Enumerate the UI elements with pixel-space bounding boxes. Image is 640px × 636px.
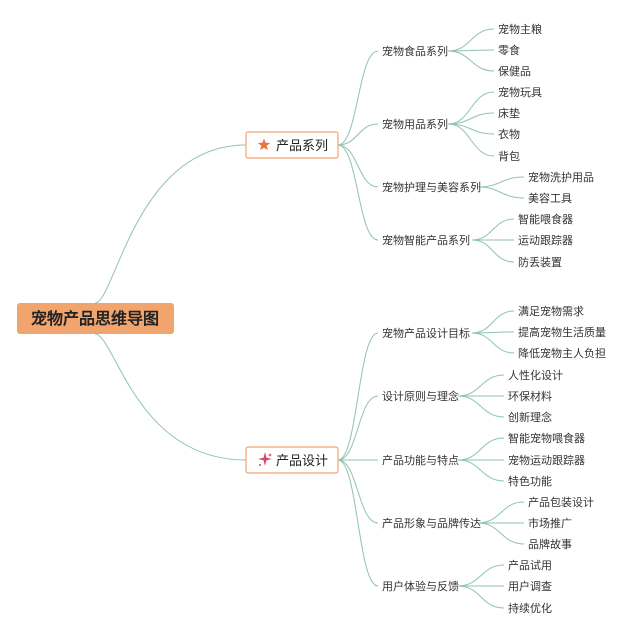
- connector-line: [337, 459, 379, 587]
- connector-line: [477, 501, 525, 524]
- leaf-item[interactable]: 保健品: [498, 64, 531, 78]
- leaf-item[interactable]: 产品试用: [508, 558, 552, 572]
- connector-line: [457, 437, 505, 461]
- leaf-item[interactable]: 运动跟踪器: [518, 233, 573, 247]
- connector-line: [447, 91, 495, 125]
- connector-line: [477, 522, 525, 545]
- branch-node-product-design[interactable]: 产品设计: [245, 446, 339, 474]
- connector-line: [457, 395, 505, 418]
- leaf-item[interactable]: 创新理念: [508, 410, 552, 424]
- leaf-item[interactable]: 智能宠物喂食器: [508, 431, 585, 445]
- leaf-item[interactable]: 降低宠物主人负担: [518, 346, 606, 360]
- leaf-item[interactable]: 品牌故事: [528, 537, 572, 551]
- subtopic-pet-smart[interactable]: 宠物智能产品系列: [382, 233, 470, 247]
- connector-line: [457, 374, 505, 397]
- sparkle-icon: [258, 452, 272, 466]
- connector-lines: [94, 28, 525, 609]
- leaf-item[interactable]: 美容工具: [528, 191, 572, 205]
- subtopic-pet-food[interactable]: 宠物食品系列: [382, 44, 448, 58]
- connector-line: [447, 50, 495, 72]
- connector-line: [337, 144, 379, 241]
- connector-line: [337, 395, 379, 461]
- connector-line: [447, 112, 495, 125]
- subtopic-user-experience[interactable]: 用户体验与反馈: [382, 579, 459, 593]
- leaf-item[interactable]: 宠物洗护用品: [528, 170, 594, 184]
- leaf-item[interactable]: 持续优化: [508, 601, 552, 615]
- leaf-item[interactable]: 产品包装设计: [528, 495, 594, 509]
- leaf-item[interactable]: 满足宠物需求: [518, 304, 584, 318]
- connector-line: [337, 144, 379, 188]
- leaf-item[interactable]: 床垫: [498, 106, 520, 120]
- leaf-item[interactable]: 零食: [498, 43, 520, 57]
- leaf-item[interactable]: 环保材料: [508, 389, 552, 403]
- subtopic-pet-supplies[interactable]: 宠物用品系列: [382, 117, 448, 131]
- leaf-item[interactable]: 智能喂食器: [518, 212, 573, 226]
- leaf-item[interactable]: 特色功能: [508, 474, 552, 488]
- subtopic-pet-care[interactable]: 宠物护理与美容系列: [382, 180, 481, 194]
- connector-line: [457, 585, 505, 609]
- subtopic-function[interactable]: 产品功能与特点: [382, 453, 459, 467]
- subtopic-brand[interactable]: 产品形象与品牌传达: [382, 516, 481, 530]
- branch-label: 产品设计: [276, 454, 328, 469]
- leaf-item[interactable]: 市场推广: [528, 516, 572, 530]
- connector-line: [94, 333, 247, 461]
- leaf-item[interactable]: 防丢装置: [518, 255, 562, 269]
- connector-line: [447, 28, 495, 52]
- root-node[interactable]: 宠物产品思维导图: [17, 303, 174, 334]
- leaf-item[interactable]: 人性化设计: [508, 368, 563, 382]
- connector-line: [337, 123, 379, 146]
- connector-line: [471, 218, 515, 241]
- leaf-item[interactable]: 背包: [498, 149, 520, 163]
- leaf-item[interactable]: 提高宠物生活质量: [518, 325, 606, 339]
- root-label: 宠物产品思维导图: [31, 309, 159, 328]
- connector-line: [337, 50, 379, 146]
- connector-line: [471, 310, 515, 334]
- subtopic-design-goal[interactable]: 宠物产品设计目标: [382, 326, 470, 340]
- subtopic-design-principle[interactable]: 设计原则与理念: [382, 389, 459, 403]
- leaf-item[interactable]: 宠物运动跟踪器: [508, 453, 585, 467]
- connector-line: [477, 186, 525, 199]
- connector-line: [447, 123, 495, 157]
- connector-line: [457, 564, 505, 587]
- connector-line: [94, 144, 247, 304]
- connector-line: [337, 332, 379, 461]
- star-icon: [257, 138, 271, 151]
- connector-line: [457, 459, 505, 482]
- connector-line: [337, 459, 379, 524]
- leaf-item[interactable]: 用户调查: [508, 579, 552, 593]
- connector-line: [471, 239, 515, 263]
- leaf-item[interactable]: 衣物: [498, 127, 520, 141]
- leaf-item[interactable]: 宠物玩具: [498, 85, 542, 99]
- leaf-item[interactable]: 宠物主粮: [498, 22, 542, 36]
- branch-label: 产品系列: [276, 139, 328, 154]
- branch-node-product-series[interactable]: 产品系列: [245, 131, 339, 159]
- connector-line: [477, 176, 525, 188]
- connector-line: [471, 332, 515, 354]
